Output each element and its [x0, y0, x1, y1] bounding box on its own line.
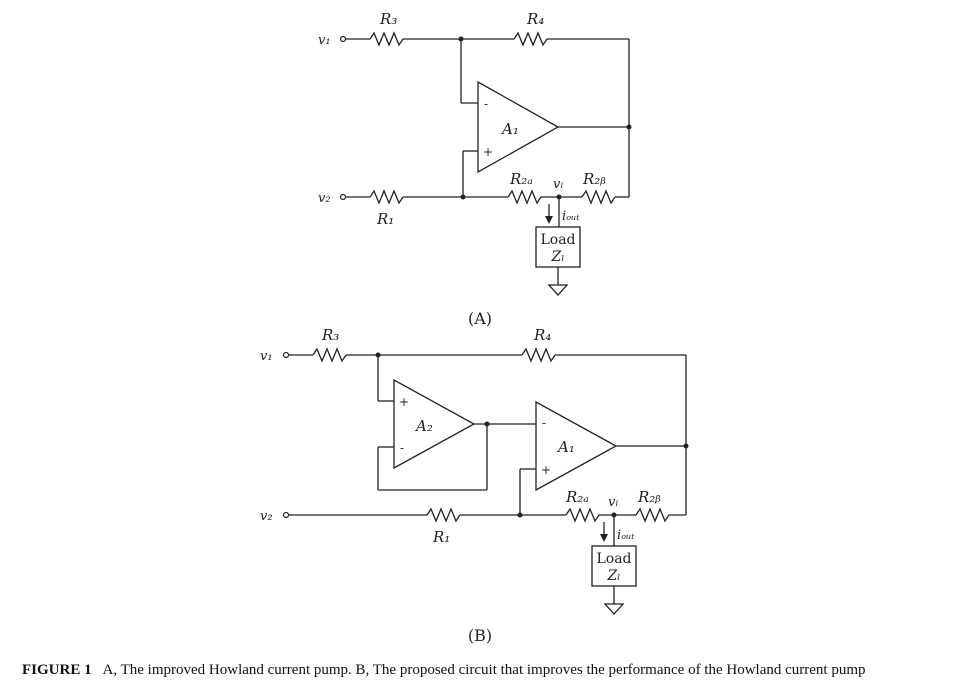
load-label-b: Load — [596, 551, 631, 567]
label-opamp-a1-a: A₁ — [500, 120, 519, 138]
resistor-r2b-b — [635, 507, 670, 523]
circuit-a: v₁ v₂ R₃ R₄ R₁ R₂ₐ R₂ᵦ vₗ iₒᵤₜ A₁ - + Lo… — [318, 10, 632, 328]
plus-sign-a1-b: + — [541, 463, 551, 477]
resistor-r1-a — [369, 189, 404, 205]
resistor-r2b-a — [581, 189, 616, 205]
label-r1-b: R₁ — [432, 528, 450, 546]
label-r4-a: R₄ — [526, 10, 544, 28]
load-impedance-a: Zₗ — [550, 249, 564, 265]
panel-label-a: (A) — [468, 309, 492, 328]
label-v2-a: v₂ — [318, 191, 331, 206]
opamp-a1-b — [535, 400, 618, 492]
label-r4-b: R₄ — [533, 326, 551, 344]
minus-sign-a1-b: - — [542, 416, 546, 430]
resistor-r2a-b — [565, 507, 600, 523]
minus-sign-a2-b: - — [400, 441, 404, 455]
opamp-a1-a — [477, 80, 560, 174]
circuit-b: v₁ v₂ R₃ R₄ R₁ R₂ₐ R₂ᵦ vₗ iₒᵤₜ A₂ A₁ + -… — [260, 326, 689, 645]
resistor-r4-a — [513, 31, 548, 47]
terminal-v2-a — [339, 193, 347, 201]
label-r2b-a: R₂ᵦ — [582, 170, 606, 188]
label-r3-a: R₃ — [379, 10, 397, 28]
ground-b — [603, 603, 625, 615]
label-opamp-a1-b: A₁ — [556, 438, 575, 456]
load-impedance-b: Zₗ — [606, 568, 620, 584]
label-v1-a: v₁ — [318, 33, 331, 48]
label-r1-a: R₁ — [376, 210, 394, 228]
label-opamp-a2-b: A₂ — [414, 417, 433, 435]
terminal-v1-a — [339, 35, 347, 43]
resistor-r3-a — [369, 31, 404, 47]
terminal-v1-b — [282, 351, 290, 359]
label-r2a-b: R₂ₐ — [565, 488, 589, 506]
label-r3-b: R₃ — [321, 326, 339, 344]
resistor-r4-b — [521, 347, 556, 363]
label-iout-b: iₒᵤₜ — [617, 528, 635, 543]
terminal-v2-b — [282, 511, 290, 519]
label-v1-b: v₁ — [260, 349, 273, 364]
plus-sign-a2-b: + — [399, 395, 409, 409]
resistor-r1-b — [426, 507, 461, 523]
ground-a — [547, 284, 569, 296]
label-r2a-a: R₂ₐ — [509, 170, 533, 188]
label-r2b-b: R₂ᵦ — [637, 488, 661, 506]
load-box-b — [591, 545, 637, 587]
label-vl-b: vₗ — [608, 495, 619, 510]
figure-number: FIGURE 1 — [22, 662, 92, 678]
label-iout-a: iₒᵤₜ — [562, 209, 580, 224]
label-vl-a: vₗ — [553, 177, 564, 192]
caption-text: A, The improved Howland current pump. B,… — [102, 662, 866, 678]
resistor-r3-b — [312, 347, 347, 363]
load-box-a — [535, 226, 581, 268]
opamp-a2-b — [393, 378, 476, 470]
minus-sign-a1-a: - — [484, 97, 488, 111]
label-v2-b: v₂ — [260, 509, 273, 524]
panel-label-b: (B) — [468, 626, 492, 645]
figure-caption: FIGURE 1 A, The improved Howland current… — [22, 662, 952, 679]
load-label-a: Load — [540, 232, 575, 248]
plus-sign-a1-a: + — [483, 145, 493, 159]
resistor-r2a-a — [507, 189, 542, 205]
